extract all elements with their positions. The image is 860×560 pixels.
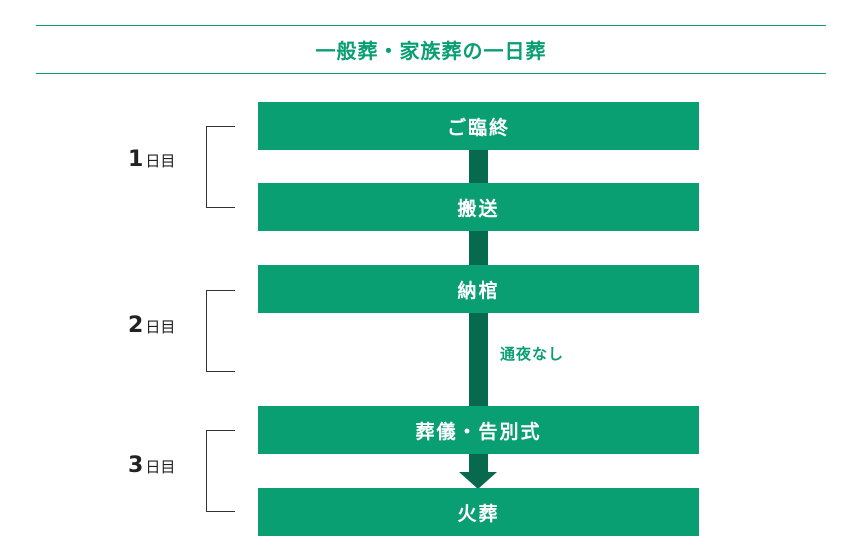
day-1-number: 1 bbox=[128, 147, 144, 172]
day-2-bracket bbox=[206, 290, 235, 372]
step-gorinju: ご臨終 bbox=[258, 102, 699, 150]
day-2-number: 2 bbox=[128, 313, 144, 338]
step-kaso: 火葬 bbox=[258, 488, 699, 536]
step-nokan: 納棺 bbox=[258, 265, 699, 313]
day-3-label: 3 日目 bbox=[128, 453, 176, 478]
connector-1-2 bbox=[469, 149, 488, 183]
day-1-label: 1 日目 bbox=[128, 147, 176, 172]
day-1-bracket bbox=[206, 126, 235, 208]
diagram-title: 一般葬・家族葬の一日葬 bbox=[315, 39, 547, 63]
no-wake-note: 通夜なし bbox=[500, 345, 565, 363]
step-sogi-kokubetsushiki: 葬儀・告別式 bbox=[258, 406, 699, 454]
connector-2-3 bbox=[469, 231, 488, 265]
title-rule-bottom bbox=[36, 73, 826, 74]
day-3-unit: 日目 bbox=[145, 458, 176, 476]
day-3-bracket bbox=[206, 430, 235, 512]
step-hanso: 搬送 bbox=[258, 183, 699, 231]
title-rule-top bbox=[36, 25, 826, 26]
connector-3-4 bbox=[469, 313, 488, 406]
connector-4-5 bbox=[469, 454, 488, 474]
day-2-label: 2 日目 bbox=[128, 313, 176, 338]
day-3-number: 3 bbox=[128, 453, 144, 478]
arrow-down-icon bbox=[459, 472, 497, 489]
day-2-unit: 日目 bbox=[145, 318, 176, 336]
day-1-unit: 日目 bbox=[145, 152, 176, 170]
